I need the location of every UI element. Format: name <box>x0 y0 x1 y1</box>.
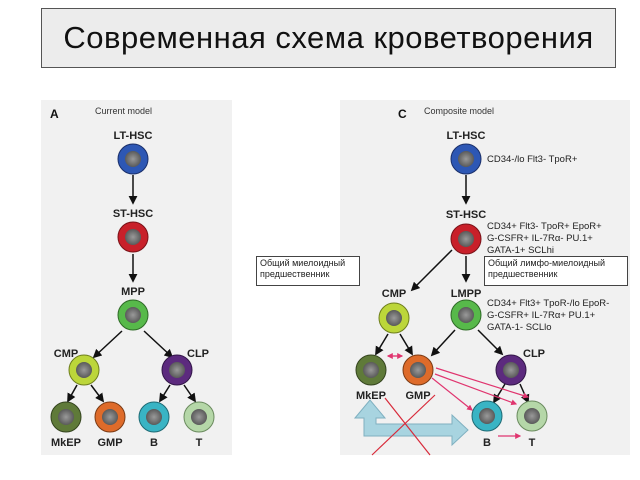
panel-a-model-label: Current model <box>95 106 152 116</box>
panel-a-label-t: T <box>196 437 203 449</box>
marker-st-hsc-line-2: G-CSFR+ IL-7Rα- PU.1+ <box>487 233 593 244</box>
panel-c-cell-t <box>516 400 548 432</box>
panel-c-label-cmp: CMP <box>382 288 406 300</box>
marker-lt-hsc-line-1: CD34-/lo Flt3- TpoR+ <box>487 154 578 165</box>
panel-a-cell-gmp <box>94 401 126 433</box>
panel-a-label-lt-hsc: LT-HSC <box>114 130 153 142</box>
marker-st-hsc-line-1: CD34+ Flt3- TpoR+ EpoR+ <box>487 221 602 232</box>
panel-c-label-mkep: MkEP <box>356 390 386 402</box>
panel-c-cell-cmp <box>378 302 410 334</box>
panel-a-cell-cmp <box>68 354 100 386</box>
marker-lmpp-line-2: G-CSFR+ IL-7Rα+ PU.1+ <box>487 310 596 321</box>
panel-a-cell-mpp <box>117 299 149 331</box>
panel-a-label-st-hsc: ST-HSC <box>113 208 153 220</box>
panel-a-label-clp: CLP <box>187 348 209 360</box>
marker-lmpp-line-1: CD34+ Flt3+ TpoR-/lo EpoR- <box>487 298 609 309</box>
panel-a-label-cmp: CMP <box>54 348 78 360</box>
panel-a-cell-mkep <box>50 401 82 433</box>
panel-c-cell-gmp <box>402 354 434 386</box>
panel-c-label-lmpp: LMPP <box>451 288 482 300</box>
panel-a-cell-t <box>183 401 215 433</box>
panel-c-tag: C <box>398 107 407 121</box>
panel-a-cell-b <box>138 401 170 433</box>
panel-c-cell-clp <box>495 354 527 386</box>
panel-c-cell-st-hsc <box>450 223 482 255</box>
panel-c-pink-arrows <box>386 353 530 439</box>
callout-lympho-myeloid-progenitor: Общий лимфо-миелоидный предшественник <box>484 256 628 286</box>
panel-a-label-mkep: MkEP <box>51 437 81 449</box>
panel-c-cell-lt-hsc <box>450 143 482 175</box>
panel-c-label-b: B <box>483 437 491 449</box>
panel-c-label-st-hsc: ST-HSC <box>446 209 486 221</box>
panel-c-label-t: T <box>529 437 536 449</box>
panel-a-label-mpp: MPP <box>121 286 145 298</box>
panel-a-cell-st-hsc <box>117 221 149 253</box>
panel-c-model-label: Composite model <box>424 106 494 116</box>
callout-common-myeloid-progenitor: Общий миелоидный предшественник <box>256 256 360 286</box>
panel-c-light-blue-arrow <box>353 399 469 447</box>
panel-a-cell-clp <box>161 354 193 386</box>
panel-a-tag: A <box>50 107 59 121</box>
panel-c-cell-lmpp <box>450 299 482 331</box>
panel-a-arrows <box>67 175 197 403</box>
panel-c-label-gmp: GMP <box>405 390 430 402</box>
panel-a-cell-lt-hsc <box>117 143 149 175</box>
panel-c-cell-b <box>471 400 503 432</box>
marker-lmpp-line-3: GATA-1- SCLlo <box>487 322 552 333</box>
panel-c-red-cross <box>371 394 436 456</box>
marker-st-hsc-line-3: GATA-1+ SCLhi <box>487 245 554 256</box>
page-title: Современная схема кроветворения <box>41 8 616 68</box>
panel-a-label-gmp: GMP <box>97 437 122 449</box>
panel-c-cell-mkep <box>355 354 387 386</box>
panel-c-label-clp: CLP <box>523 348 545 360</box>
panel-c-label-lt-hsc: LT-HSC <box>447 130 486 142</box>
panel-a-label-b: B <box>150 437 158 449</box>
